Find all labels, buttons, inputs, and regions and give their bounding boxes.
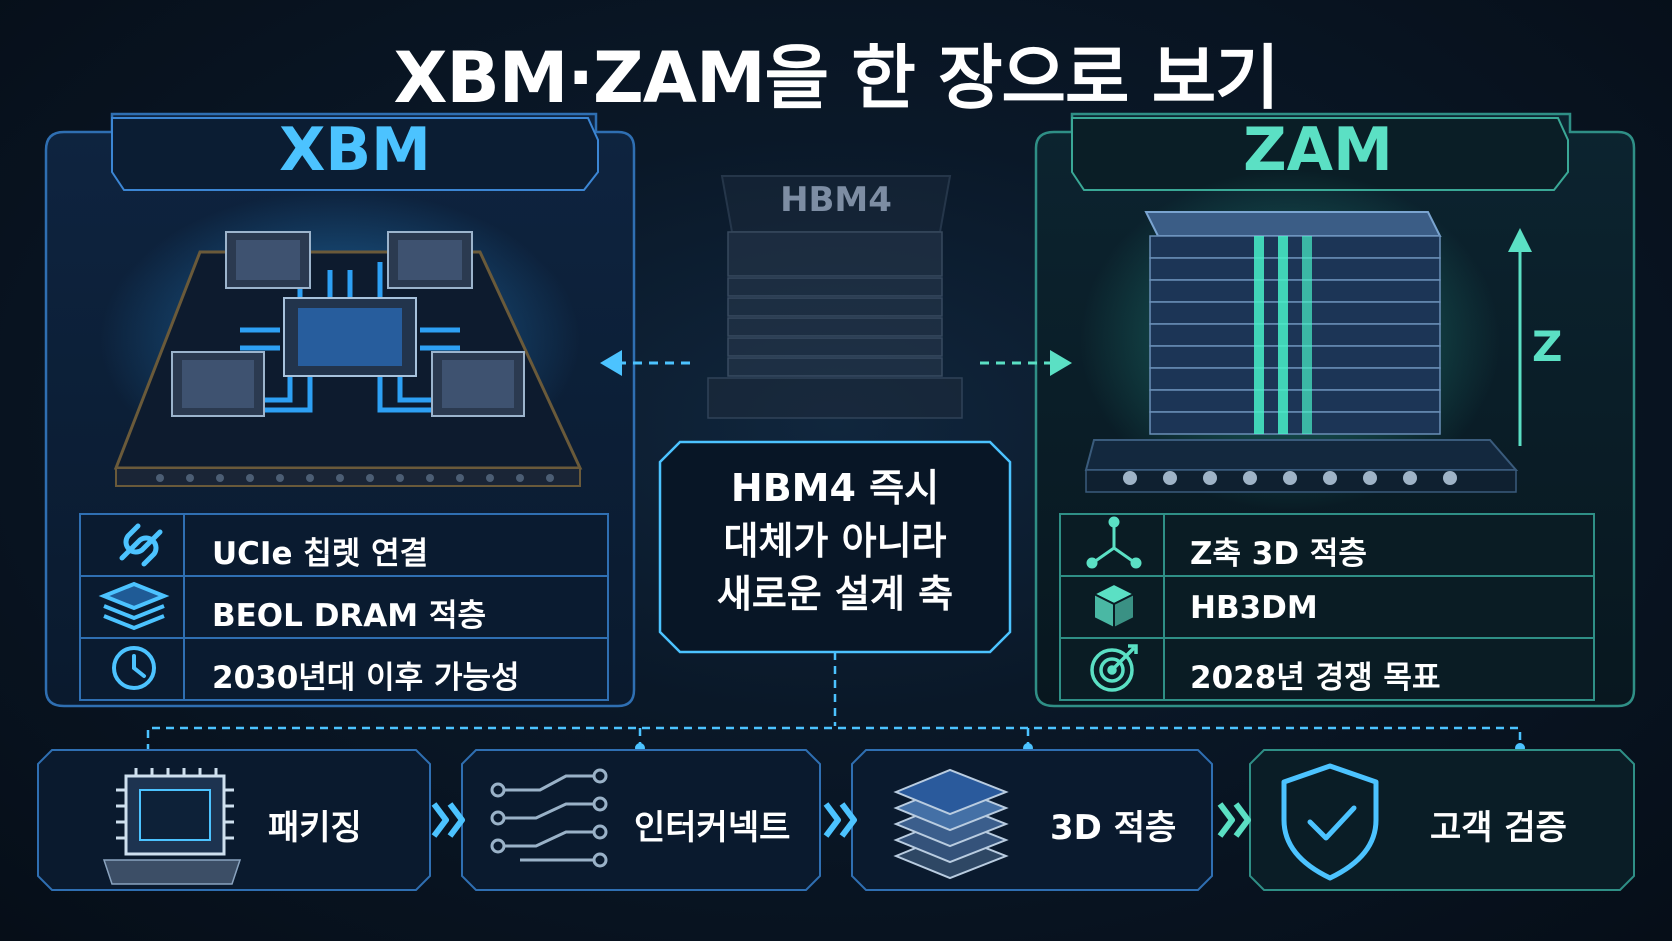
hbm4-stack-illustration xyxy=(707,175,963,419)
clock-icon xyxy=(112,646,156,690)
axes-3d-icon xyxy=(1086,516,1142,569)
center-callout-text: HBM4 즉시 대체가 아니라 새로운 설계 축 xyxy=(660,462,1010,621)
center-line-3: 새로운 설계 축 xyxy=(716,572,954,616)
shield-check-icon xyxy=(1281,763,1379,881)
cube-stack-icon xyxy=(1091,582,1137,630)
target-icon xyxy=(1090,644,1138,692)
zam-feature-2: HB3DM xyxy=(1190,590,1318,626)
page-title: XBM·ZAM을 한 장으로 보기 xyxy=(393,37,1279,119)
zam-title: ZAM xyxy=(1243,115,1393,185)
center-callout-box xyxy=(658,440,1012,654)
center-line-1: HBM4 즉시 xyxy=(730,466,940,510)
link-icon xyxy=(119,523,163,567)
step-card-4 xyxy=(1249,749,1635,891)
zam-stack-illustration xyxy=(1080,170,1532,510)
circuit-traces-icon xyxy=(490,768,608,868)
step-label-1: 패키징 xyxy=(268,808,362,848)
xbm-title: XBM xyxy=(279,115,431,185)
hbm4-label: HBM4 xyxy=(780,180,892,220)
xbm-feature-1: UCIe 칩렛 연결 xyxy=(212,536,429,572)
step-label-4: 고객 검증 xyxy=(1430,808,1567,848)
arrow-to-zam xyxy=(980,350,1072,376)
z-axis-label: Z xyxy=(1532,322,1563,371)
step-chevron-2 xyxy=(823,802,857,838)
layers-icon xyxy=(98,581,170,631)
step-chevron-1 xyxy=(431,802,465,838)
center-line-2: 대체가 아니라 xyxy=(723,519,947,563)
step-label-3: 3D 적층 xyxy=(1050,808,1177,848)
xbm-feature-3: 2030년대 이후 가능성 xyxy=(212,660,520,696)
step-chevron-3 xyxy=(1217,802,1251,838)
zam-feature-3: 2028년 경쟁 목표 xyxy=(1190,660,1441,696)
arrow-to-xbm xyxy=(600,350,690,376)
stacked-layers-icon xyxy=(893,768,1009,880)
xbm-feature-2: BEOL DRAM 적층 xyxy=(212,598,486,634)
zam-feature-table xyxy=(1059,513,1595,701)
zam-feature-1: Z축 3D 적층 xyxy=(1190,536,1367,572)
chip-package-icon xyxy=(102,768,242,885)
step-label-2: 인터커넥트 xyxy=(634,808,791,848)
xbm-feature-table xyxy=(79,513,609,701)
xbm-chiplet-illustration xyxy=(100,190,583,490)
